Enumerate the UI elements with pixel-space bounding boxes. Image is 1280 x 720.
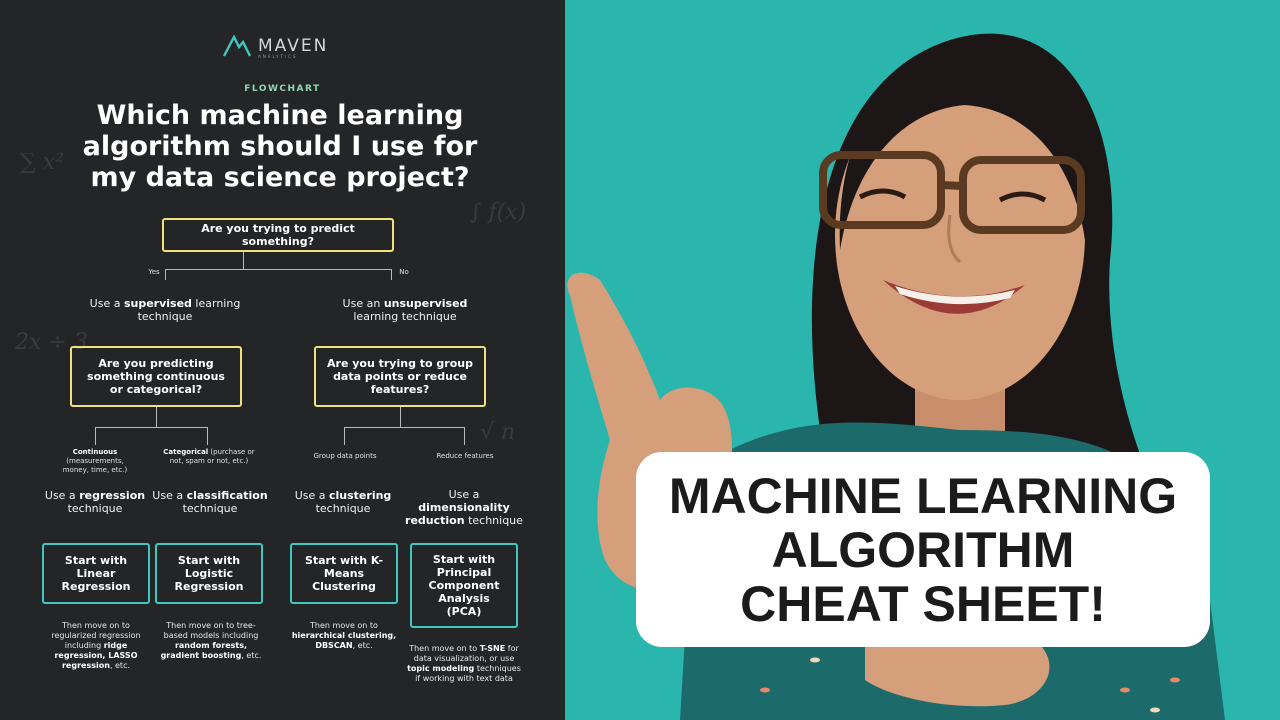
start-pca: Start with Principal Component Analysis …: [410, 543, 518, 628]
root-question-box: Are you trying to predict something?: [162, 218, 394, 252]
no-label: No: [399, 268, 409, 276]
unsupervised-text: Use an unsupervised learning technique: [342, 297, 468, 323]
connector-line: [400, 407, 401, 427]
supervised-text: Use a supervised learning technique: [89, 297, 241, 323]
linear-next-steps: Then move on to regularized regression i…: [51, 621, 141, 670]
question-group-or-reduce: Are you trying to group data points or r…: [314, 346, 486, 407]
teeth-shape: [895, 286, 1015, 305]
title-line: Which machine learning: [96, 100, 464, 131]
connector-line: [344, 427, 464, 428]
caption-line: ALGORITHM: [771, 521, 1075, 578]
connector-line: [391, 269, 392, 280]
title-line: my data science project?: [90, 162, 470, 193]
eye-right: [998, 191, 1047, 203]
flowchart-panel: ∑ x² ∫ f(x) 2x ÷ 3 √ n MAVEN ANALYTICS F…: [0, 0, 565, 720]
flowchart-kicker: FLOWCHART: [244, 84, 321, 94]
classification-technique-text: Use a classification technique: [152, 489, 268, 515]
kmeans-next-steps: Then move on to hierarchical clustering,…: [291, 621, 397, 650]
yes-label: Yes: [148, 268, 160, 276]
logo-name: MAVEN: [258, 36, 329, 56]
connector-line: [243, 252, 244, 269]
eye-left: [858, 188, 907, 200]
start-linear-regression: Start with Linear Regression: [42, 543, 150, 604]
connector-line: [156, 407, 157, 427]
branch-reduce-features: Reduce features: [436, 452, 494, 460]
start-kmeans-clustering: Start with K-Means Clustering: [290, 543, 398, 604]
regression-technique-text: Use a regression technique: [44, 489, 146, 515]
question-continuous-or-categorical: Are you predicting something continuous …: [70, 346, 242, 407]
caption-line: CHEAT SHEET!: [740, 575, 1106, 632]
dimensionality-technique-text: Use a dimensionality reduction technique: [405, 488, 523, 527]
logo-subtitle: ANALYTICS: [258, 54, 298, 59]
connector-line: [207, 427, 208, 445]
branch-categorical: Categorical (purchase or not, spam or no…: [163, 448, 255, 465]
background-scribble: ∑ x²: [20, 150, 64, 175]
start-logistic-regression: Start with Logistic Regression: [155, 543, 263, 604]
flowchart-title: Which machine learning algorithm should …: [60, 100, 500, 193]
connector-line: [95, 427, 96, 445]
maven-logo-icon: [222, 34, 252, 57]
connector-line: [464, 427, 465, 445]
pca-next-steps: Then move on to T-SNE for data visualiza…: [407, 644, 521, 683]
connector-line: [165, 269, 166, 280]
glasses-icon: [819, 151, 1085, 234]
nose-shape: [947, 214, 962, 264]
connector-line: [165, 269, 392, 270]
hair-front: [839, 60, 1087, 250]
connector-line: [344, 427, 345, 445]
logistic-next-steps: Then move on to tree-based models includ…: [160, 621, 262, 660]
connector-line: [95, 427, 207, 428]
branch-continuous: Continuous (measurements, money, time, e…: [62, 448, 128, 474]
clustering-technique-text: Use a clustering technique: [294, 489, 392, 515]
branch-group-data-points: Group data points: [313, 452, 377, 460]
background-scribble: √ n: [480, 420, 516, 445]
title-line: algorithm should I use for: [82, 131, 478, 162]
caption-line: MACHINE LEARNING: [668, 467, 1178, 524]
background-scribble: 2x ÷ 3: [15, 330, 88, 355]
maven-logo: MAVEN ANALYTICS: [222, 34, 329, 59]
caption-banner: MACHINE LEARNING ALGORITHM CHEAT SHEET!: [636, 452, 1210, 647]
background-scribble: ∫ f(x): [470, 200, 527, 225]
